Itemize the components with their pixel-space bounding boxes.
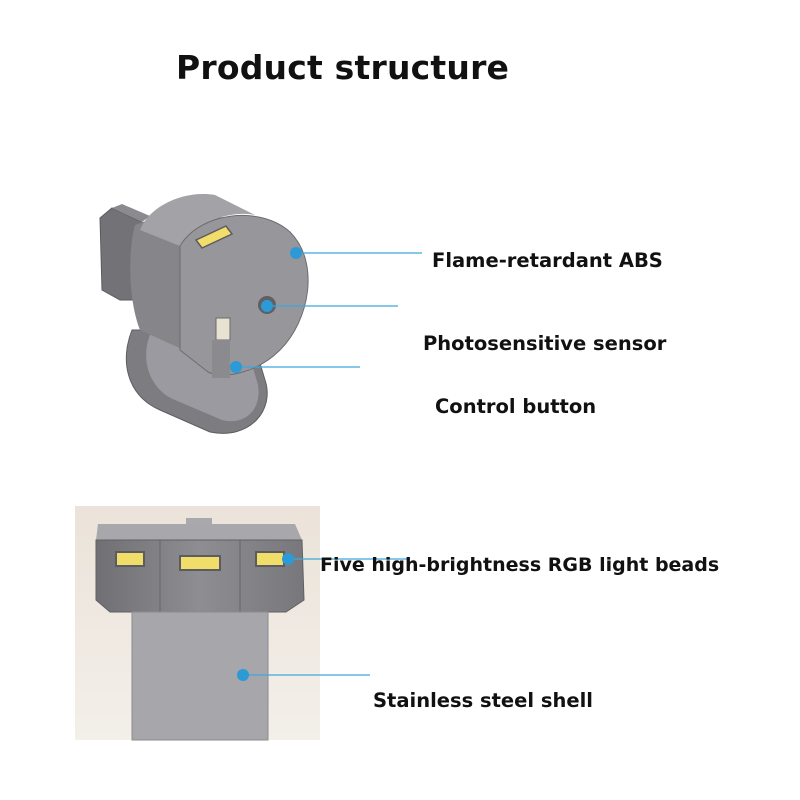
- top-led-bead: [194, 225, 234, 249]
- led-bead-1: [115, 551, 145, 567]
- sensor-head-illustration: [99, 194, 309, 434]
- led-bead-2: [179, 555, 221, 571]
- callout-dot-shell: [237, 669, 249, 681]
- label-photosensitive-sensor: Photosensitive sensor: [423, 332, 667, 355]
- callout-dot-abs: [290, 247, 302, 259]
- led-bead-3: [255, 551, 285, 567]
- control-button-part: [215, 317, 231, 341]
- callouts: [230, 247, 422, 681]
- page-title: Product structure: [176, 48, 510, 87]
- callout-dot-button: [230, 361, 242, 373]
- callout-dot-beads: [282, 553, 294, 565]
- label-rgb-light-beads: Five high-brightness RGB light beads: [320, 554, 720, 576]
- callout-dot-sensor: [261, 300, 273, 312]
- label-control-button: Control button: [435, 395, 597, 418]
- label-stainless-steel-shell: Stainless steel shell: [373, 689, 593, 712]
- side-view-illustration: [75, 506, 320, 741]
- label-flame-retardant-abs: Flame-retardant ABS: [432, 249, 663, 272]
